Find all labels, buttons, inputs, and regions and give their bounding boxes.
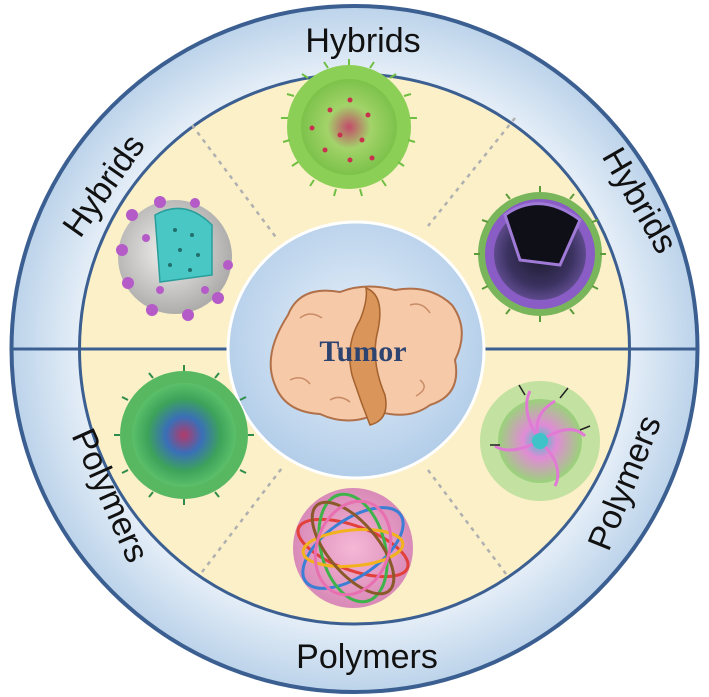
vesicle-nanoparticle-icon xyxy=(474,186,606,322)
polymer-micelle-icon xyxy=(114,365,254,505)
polymer-nanogel-icon xyxy=(293,488,413,608)
center-label: Tumor xyxy=(319,335,406,368)
star-polymer-icon xyxy=(480,381,600,501)
tumor-icon xyxy=(269,285,463,426)
label-top-hybrids: Hybrids xyxy=(305,22,420,60)
brush-nanoparticle-icon xyxy=(281,59,417,197)
label-bottom-polymers: Polymers xyxy=(296,638,438,676)
sector-dividers xyxy=(190,117,516,575)
core-shell-nanoparticle-icon xyxy=(116,196,233,321)
